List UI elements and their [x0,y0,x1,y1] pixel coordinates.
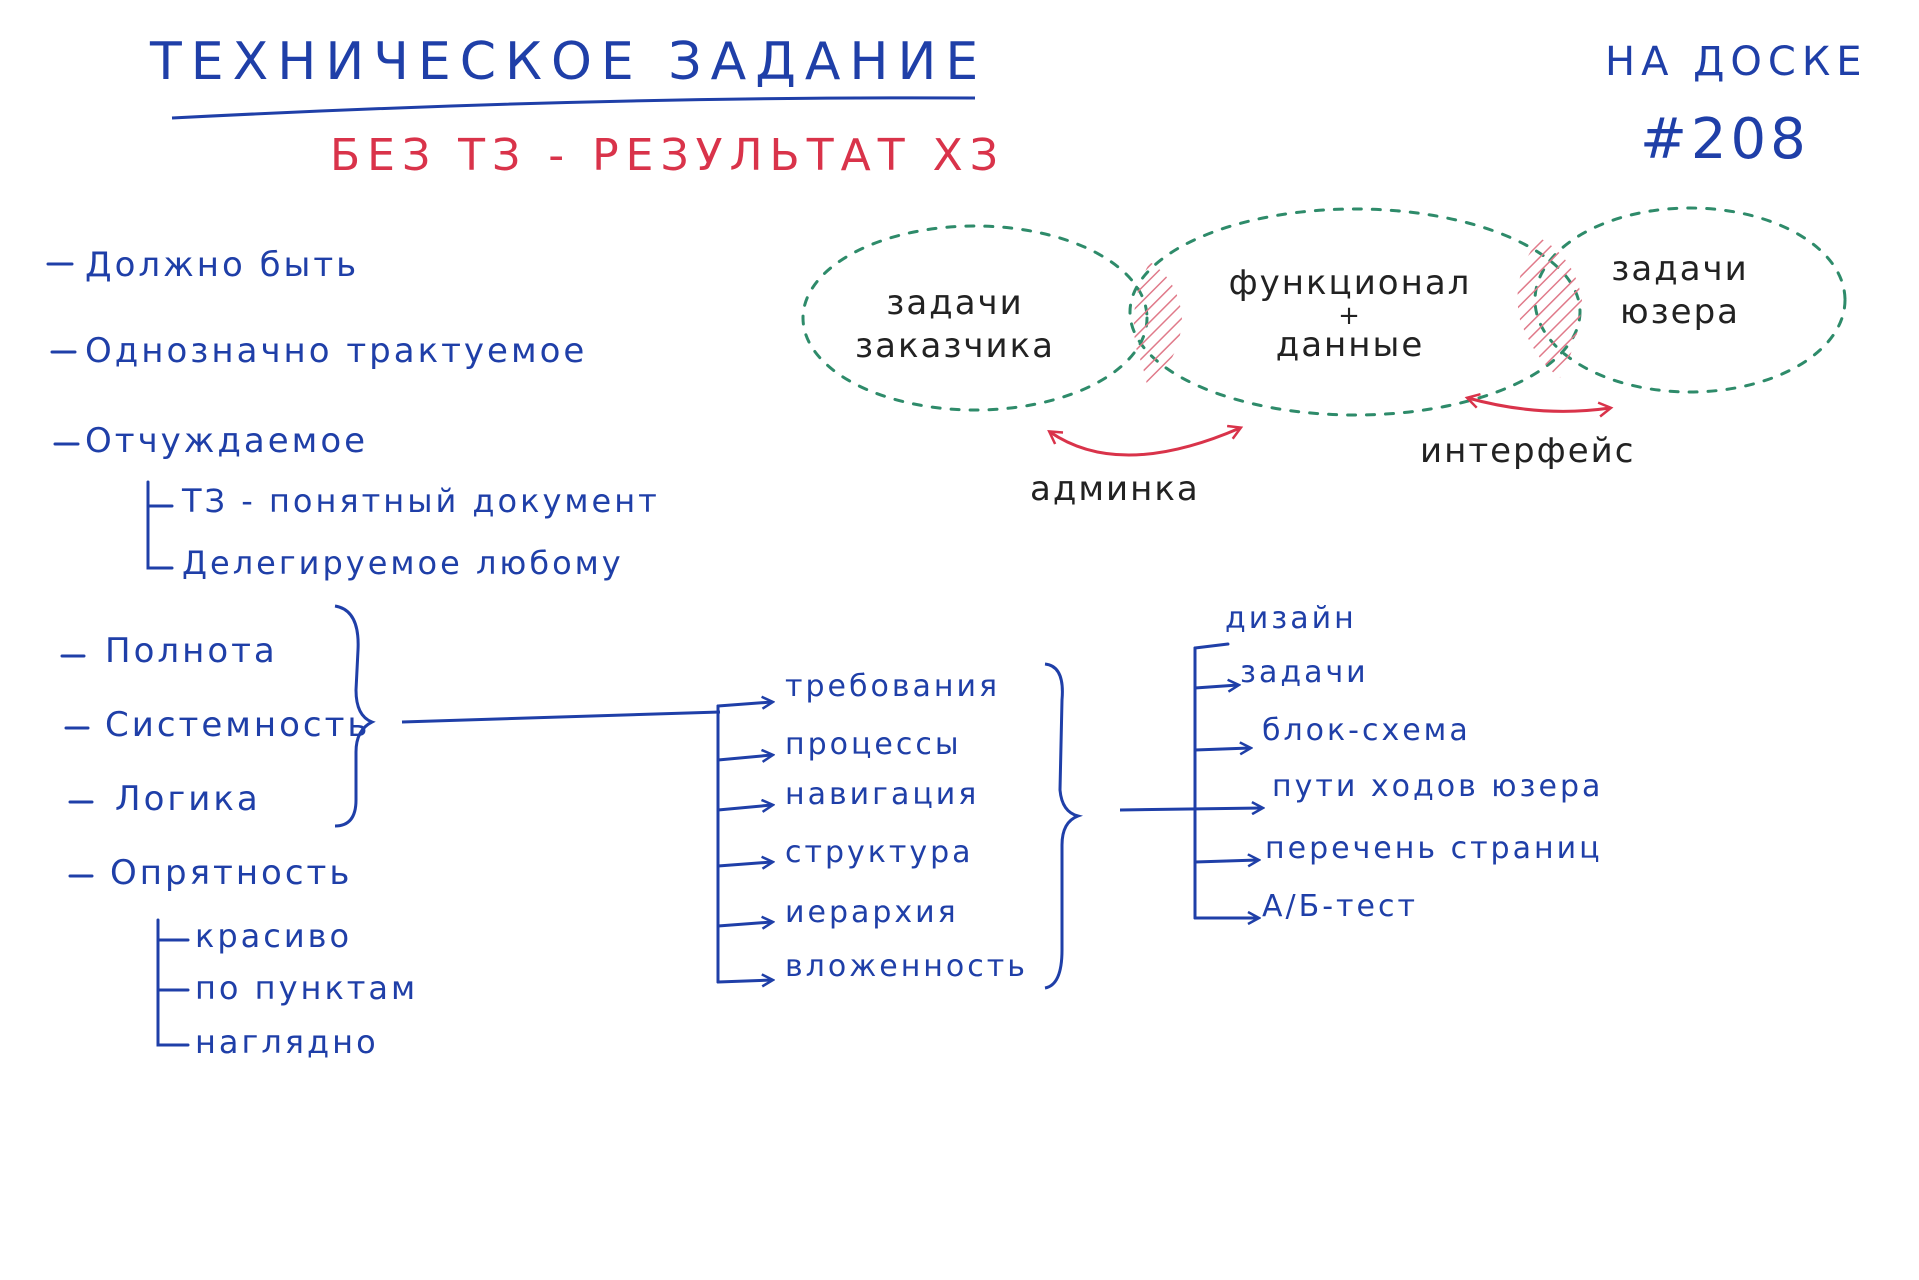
connector-to-right [1119,808,1262,810]
quality-neatness: Опрятность [110,853,353,893]
req-alienated: Отчуждаемое [85,421,369,461]
middle-bracket [1044,662,1084,990]
middle-item-nesting: вложенность [785,949,1028,984]
middle-item-requirements: требования [785,669,1001,704]
title-underline [171,96,976,120]
middle-item-navigation: навигация [785,777,980,812]
quality-systematic: Системность [105,705,371,745]
venn-center-plus: + [1338,301,1362,331]
middle-item-processes: процессы [785,727,962,762]
venn-circle-center [1128,207,1582,417]
board-subtitle: БЕЗ ТЗ - РЕЗУЛЬТАТ ХЗ [330,130,1005,181]
neatness-sub-1: красиво [195,917,353,955]
req-alienated-sub-2: Делегируемое любому [182,544,624,582]
venn-left-label: задачи заказчика [855,283,1055,366]
req-unambiguous: Однозначно трактуемое [85,331,588,371]
curly-bracket [334,604,376,828]
right-spine [1193,642,1258,918]
venn-circle-left [801,224,1149,412]
list-dashes [46,262,94,878]
arrow-interface [1468,398,1610,411]
corner-label: НА ДОСКЕ [1605,39,1868,85]
req-alienated-sub-1: ТЗ - понятный документ [182,482,660,520]
middle-item-structure: структура [785,835,974,870]
right-item-design: дизайн [1225,601,1357,636]
right-item-tasks: задачи [1240,655,1369,690]
arrow-label-admin: админка [1030,469,1200,509]
venn-overlap-right [1517,238,1582,378]
middle-item-hierarchy: иерархия [785,895,959,930]
quality-completeness: Полнота [105,631,278,671]
venn-overlap-left [1133,262,1182,392]
right-item-page-list: перечень страниц [1265,831,1603,866]
venn-center-bottom: данные [1275,325,1425,365]
venn-diagram [801,206,1847,417]
arrow-admin [1050,428,1240,457]
venn-right-label: задачи юзера [1611,249,1749,332]
right-item-user-paths: пути ходов юзера [1272,769,1604,804]
right-item-ab-test: А/Б-тест [1262,889,1418,924]
middle-spine [716,702,772,982]
right-item-flowchart: блок-схема [1262,713,1471,748]
req-must-be: Должно быть [85,245,360,285]
venn-center-top: функционал [1228,263,1472,303]
neatness-sub-2: по пунктам [195,969,419,1007]
quality-logic: Логика [115,779,261,819]
issue-number: #208 [1640,107,1810,172]
connector-to-middle [401,710,721,724]
neatness-sub-3: наглядно [195,1023,379,1061]
venn-circle-right [1533,206,1847,394]
board-title: ТЕХНИЧЕСКОЕ ЗАДАНИЕ [150,32,988,92]
tree-connectors [146,480,190,1047]
arrow-label-interface: интерфейс [1420,431,1636,471]
